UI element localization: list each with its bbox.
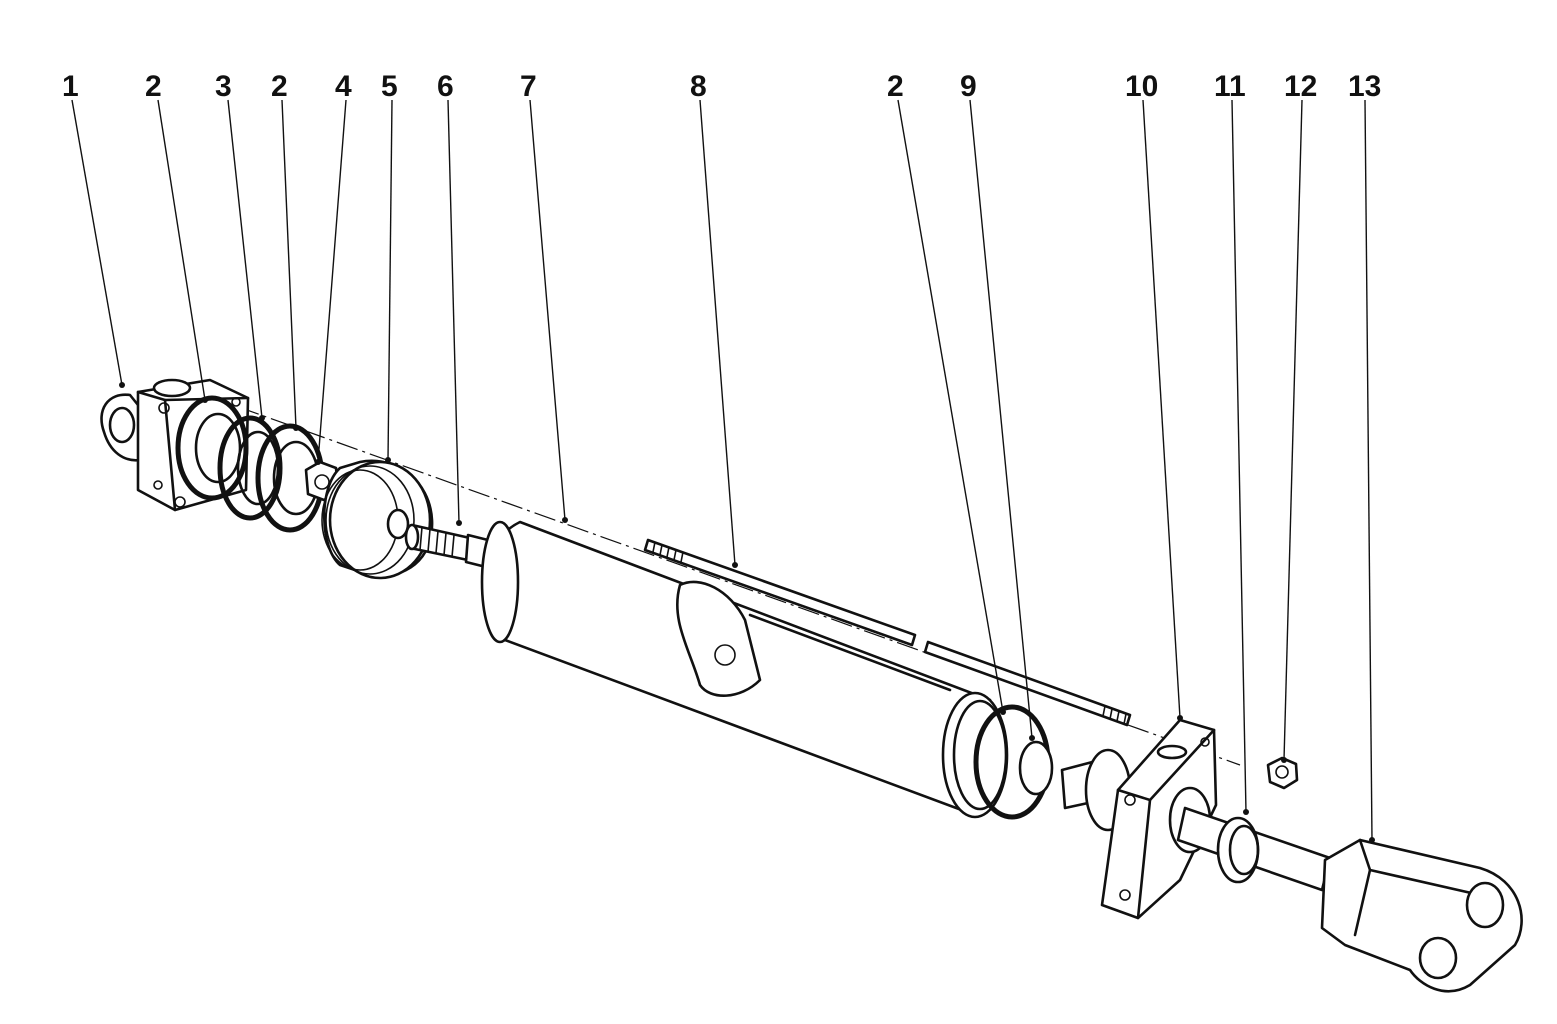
callout-9: 9: [960, 70, 977, 103]
callout-11: 11: [1214, 70, 1246, 103]
callout-13: 13: [1348, 70, 1381, 103]
part-5-piston: [321, 459, 434, 580]
callout-12: 12: [1284, 70, 1317, 103]
callout-6: 6: [437, 70, 454, 103]
callout-2c: 2: [887, 70, 904, 103]
callout-10: 10: [1125, 70, 1158, 103]
callout-2b: 2: [271, 70, 288, 103]
callout-8: 8: [690, 70, 707, 103]
part-13-clevis: [1320, 838, 1523, 993]
callout-4: 4: [335, 70, 352, 103]
callout-7: 7: [520, 70, 537, 103]
callout-1: 1: [62, 70, 79, 103]
part-8-tie-rod: [643, 538, 1132, 727]
part-7-cylinder-barrel: [480, 520, 1009, 819]
part-3-seal: [217, 415, 283, 521]
part-11-rod-gland: [1176, 806, 1332, 892]
callout-5: 5: [381, 70, 398, 103]
callout-labels: 1 2 3 2 4 5 6 7 8 2 9 10 11 12 13: [62, 70, 1381, 103]
leader-lines: [71, 99, 1375, 843]
callout-2a: 2: [145, 70, 162, 103]
callout-3: 3: [215, 70, 232, 103]
part-9-disc: [1018, 740, 1054, 796]
